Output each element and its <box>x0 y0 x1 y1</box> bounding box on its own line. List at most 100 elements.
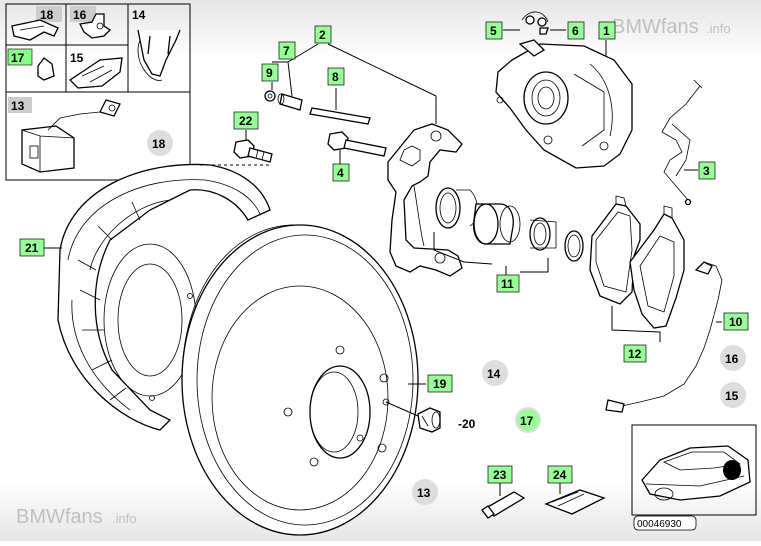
callout-12: 12 <box>628 347 642 361</box>
bleeder-cap <box>521 11 549 35</box>
callout-6-box <box>567 21 585 40</box>
sensor-13-eyelet <box>99 99 121 117</box>
bush-7 <box>279 93 303 111</box>
clip-18-shape <box>11 19 59 41</box>
disc-center-hole <box>309 365 371 459</box>
callout-19: 19 <box>433 377 447 391</box>
circle-16-bg <box>720 345 746 371</box>
brake-pads-12 <box>589 195 685 342</box>
callout-23-box <box>487 465 513 484</box>
callout-2-box <box>314 25 332 44</box>
pin-16-shape <box>79 13 112 39</box>
disc-bolt-hole <box>335 345 345 355</box>
vehicle-thumbnail: 00046930 <box>631 424 757 531</box>
circled-15: 15 <box>725 389 739 403</box>
piston-kit-11 <box>433 187 584 273</box>
callout-6: 6 <box>572 24 579 38</box>
piston-seal <box>529 217 551 251</box>
anti-rattle-spring-3 <box>661 79 703 206</box>
top-fade <box>0 0 761 60</box>
callout-24-box <box>547 465 573 484</box>
disc-bolt-hole <box>377 443 387 453</box>
callout-3-box <box>698 161 716 180</box>
callout-5: 5 <box>490 24 497 38</box>
bolt-22 <box>233 139 273 163</box>
inset-label-13: 13 <box>11 99 25 113</box>
circle-13-bg <box>412 479 438 505</box>
callout-labels: 1 2 3 4 5 6 7 8 9 10 11 12 19 21 22 23 2 <box>19 21 749 484</box>
caliper-carrier-2 <box>387 123 463 277</box>
callout-5-box <box>485 21 503 40</box>
circle-14-bg <box>482 360 508 386</box>
callout-4-box <box>332 163 350 182</box>
bleeder-valve <box>518 39 546 57</box>
callout-1: 1 <box>603 24 610 38</box>
callout-19-box <box>427 374 453 393</box>
callout-20: -20 <box>458 417 476 431</box>
vehicle-rear-wheel-highlight <box>723 460 741 480</box>
diagram-number-box <box>633 515 697 531</box>
bolt-4-shaft <box>343 139 387 157</box>
callout-10: 10 <box>729 315 743 329</box>
circle-15-bg <box>720 382 746 408</box>
leader-lines <box>44 29 722 385</box>
disc-outer <box>181 224 419 536</box>
grease-tube-23 <box>481 491 526 519</box>
brake-caliper-1 <box>495 39 633 169</box>
watermark-bottom-suffix: .info <box>112 511 137 526</box>
callout-23: 23 <box>493 468 507 482</box>
clip-17-shape <box>37 57 55 81</box>
callout-22-box <box>233 111 259 130</box>
sensor-plug <box>605 399 625 413</box>
watermark-top-suffix: .info <box>706 21 731 36</box>
small-parts-inset: 18 16 14 17 15 13 <box>5 3 191 181</box>
circle-18-bg <box>147 130 173 156</box>
disc-bolt-hole <box>283 407 293 417</box>
callout-2: 2 <box>319 28 326 42</box>
callout-8: 8 <box>332 70 339 84</box>
spring-clip-14-shape <box>137 29 181 77</box>
callout-11: 11 <box>501 277 514 291</box>
disc-set-screw-hole <box>382 398 390 406</box>
shield-body <box>57 163 271 431</box>
callout-8-box <box>327 67 345 86</box>
inset-label-16-box <box>70 6 96 22</box>
brake-disc-19 <box>181 224 419 536</box>
watermark-bottom-brand: BMWfans <box>16 506 103 528</box>
callout-9-box <box>261 63 279 82</box>
inset-label-18: 18 <box>40 8 54 22</box>
pad-outer <box>629 213 685 329</box>
inset-label-18-box <box>36 6 62 22</box>
callout-7: 7 <box>283 44 290 58</box>
callout-24: 24 <box>553 468 567 482</box>
seal-ring-9 <box>264 90 276 102</box>
disc-bolt-hole <box>309 457 319 467</box>
callout-3: 3 <box>703 164 710 178</box>
callout-12-box <box>623 344 647 363</box>
inset-label-17-box <box>7 48 33 66</box>
circled-13: 13 <box>417 486 431 500</box>
circle-17-highlight <box>517 409 539 431</box>
callout-21: 21 <box>25 241 39 255</box>
watermark-top: BMWfans .info <box>612 16 731 38</box>
caliper-bore <box>523 71 569 125</box>
callout-7-box <box>278 41 296 60</box>
clip-15-shape <box>68 57 123 89</box>
inset-label-17: 17 <box>11 51 25 65</box>
circled-18: 18 <box>152 137 166 151</box>
inset-label-15: 15 <box>70 51 84 65</box>
callout-1-box <box>598 21 616 40</box>
circled-labels: 18 14 17 16 15 13 <box>147 130 746 505</box>
inset-label-14: 14 <box>132 8 146 22</box>
callout-22: 22 <box>239 114 253 128</box>
inset-label-16: 16 <box>73 8 87 22</box>
disc-hat <box>211 285 389 511</box>
disc-bolt-hole <box>379 373 389 383</box>
inset-label-13-box <box>8 97 32 113</box>
circled-14: 14 <box>487 367 501 381</box>
wear-sensor-10 <box>605 261 723 413</box>
callout-9: 9 <box>266 66 273 80</box>
diagram-number: 00046930 <box>637 519 682 530</box>
